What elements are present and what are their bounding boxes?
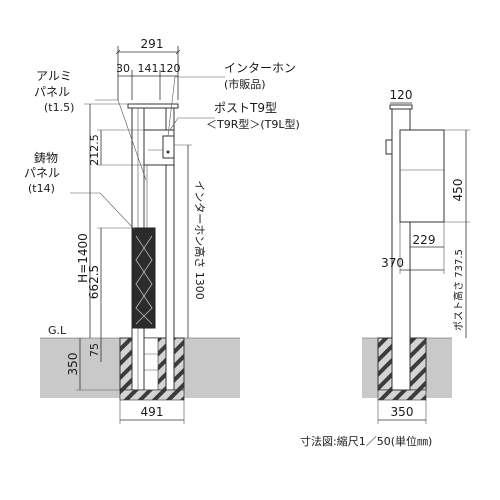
gl-label: G.L	[48, 324, 67, 337]
cast-label-3: (t14)	[28, 182, 55, 195]
cast-panel-pattern	[135, 235, 153, 325]
dim-w-left: 30	[116, 62, 130, 75]
leader-cast	[70, 192, 136, 231]
dim-bottom-width: 491	[141, 405, 164, 419]
alumi-label-1: アルミ	[36, 69, 72, 83]
dim-w-mid: 141	[138, 62, 159, 75]
alumi-label-2: パネル	[34, 85, 70, 99]
scale-note: 寸法図:縮尺1／50(単位㎜)	[300, 434, 432, 448]
leader-alumi	[95, 99, 147, 181]
alumi-label-3: (t1.5)	[44, 101, 74, 114]
side-intercom	[385, 139, 393, 155]
post-label-2: ＜T9R型＞(T9L型)	[206, 117, 300, 131]
cast-label-2: パネル	[24, 166, 60, 180]
side-top-cap	[389, 104, 413, 110]
dim-662: 662.5	[87, 265, 101, 299]
side-dim-370: 370	[381, 256, 404, 270]
cast-label-1: 鋳物	[34, 151, 58, 165]
dim-350: 350	[66, 353, 80, 376]
front-cast-panel	[132, 227, 156, 329]
front-footing	[119, 389, 185, 401]
side-dim-229: 229	[413, 233, 436, 247]
side-dim-450: 450	[451, 179, 465, 202]
intercom-height-label: インターホン高さ 1300	[193, 180, 207, 300]
intercom-button-icon	[166, 150, 170, 154]
intercom-label-1: インターホン	[224, 61, 296, 75]
side-post-mailbox	[399, 129, 445, 223]
leader-post	[169, 117, 215, 131]
front-intercom	[162, 135, 175, 159]
front-top-cap	[127, 103, 179, 109]
dim-w-right: 120	[160, 62, 181, 75]
side-view	[362, 102, 470, 424]
side-dim-top-width: 120	[390, 88, 413, 102]
intercom-label-2: (市販品)	[224, 77, 266, 91]
post-height-label: ポスト高さ 737.5	[452, 249, 465, 331]
side-footing	[377, 389, 427, 401]
leader-intercom	[167, 76, 225, 137]
dim-h1400: H=1400	[76, 233, 90, 283]
side-dim-bottom-width: 350	[391, 405, 414, 419]
dim-total-width: 291	[141, 37, 164, 51]
front-view	[40, 46, 240, 424]
dim-212: 212.5	[88, 134, 101, 166]
post-label-1: ポストT9型	[214, 101, 277, 115]
dim-75: 75	[88, 343, 101, 357]
